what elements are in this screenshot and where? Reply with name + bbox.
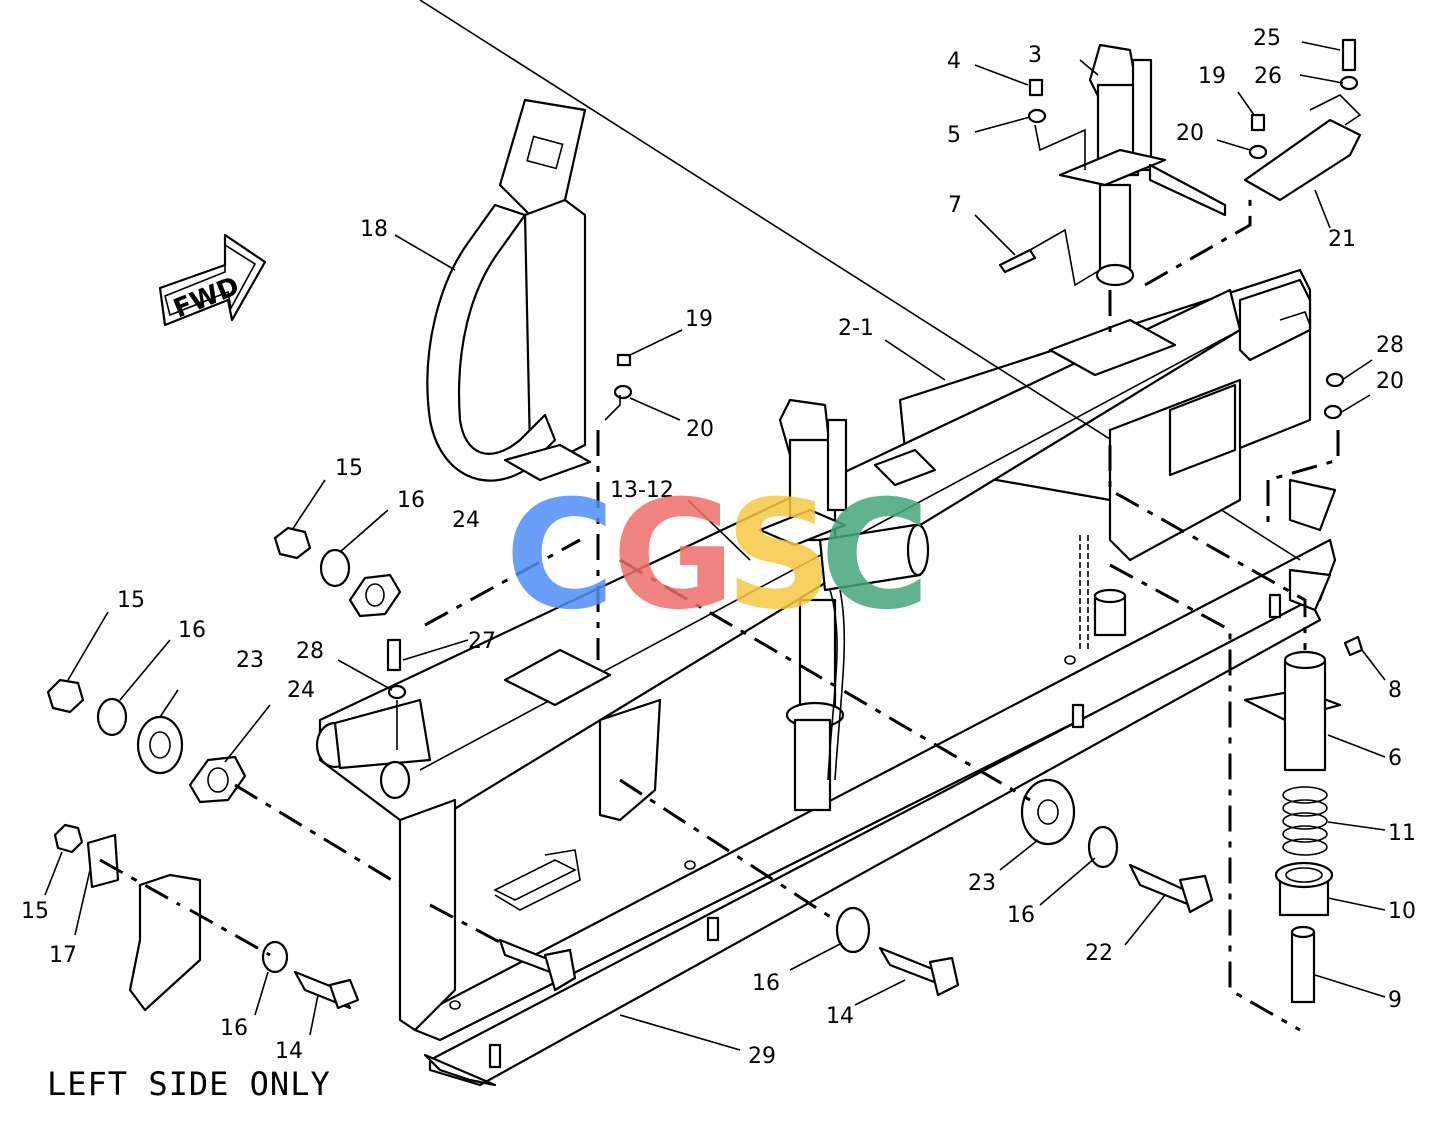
callout-25: 25 bbox=[1253, 26, 1281, 51]
bolt-4 bbox=[1028, 78, 1044, 97]
callout-10: 10 bbox=[1388, 899, 1416, 924]
callout-24a: 24 bbox=[452, 508, 480, 533]
pin-assembly-right bbox=[1243, 650, 1342, 1004]
callout-29: 29 bbox=[748, 1044, 776, 1069]
callout-16b: 16 bbox=[178, 618, 206, 643]
hardware-parts bbox=[46, 38, 1364, 1012]
washer-16e bbox=[835, 906, 871, 954]
callout-16a: 16 bbox=[397, 488, 425, 513]
callout-16c: 16 bbox=[1007, 903, 1035, 928]
callout-15b: 15 bbox=[117, 588, 145, 613]
callout-5: 5 bbox=[947, 123, 961, 148]
forward-direction-arrow: FWD bbox=[158, 233, 267, 327]
washer-26 bbox=[1339, 75, 1359, 91]
bolt-27 bbox=[386, 638, 402, 672]
callout-20a: 20 bbox=[686, 417, 714, 442]
watermark-letter-c1: C bbox=[505, 469, 615, 643]
bracket-left bbox=[128, 873, 202, 1012]
washer-16c bbox=[261, 940, 289, 974]
nut-15b bbox=[46, 678, 85, 714]
callout-4: 4 bbox=[947, 49, 961, 74]
callout-17: 17 bbox=[49, 943, 77, 968]
grab-handle-18 bbox=[426, 98, 592, 482]
bushing-10 bbox=[1274, 861, 1334, 917]
nut-24a bbox=[348, 573, 402, 618]
callout-27: 27 bbox=[468, 629, 496, 654]
chain-and-socket bbox=[1079, 535, 1127, 650]
assembly-lines bbox=[99, 124, 1340, 1032]
nut-15a bbox=[273, 526, 312, 560]
callout-16d: 16 bbox=[752, 971, 780, 996]
callout-16e: 16 bbox=[220, 1016, 248, 1041]
washer-28b bbox=[1325, 372, 1345, 388]
screw-19b bbox=[1250, 113, 1266, 132]
callout-14b: 14 bbox=[826, 1004, 854, 1029]
watermark-letter-s: S bbox=[725, 469, 833, 643]
main-frame bbox=[315, 0, 1337, 1087]
callout-8: 8 bbox=[1388, 678, 1402, 703]
washer-23a bbox=[136, 715, 184, 775]
callout-9: 9 bbox=[1388, 988, 1402, 1013]
screw-19a bbox=[616, 353, 632, 367]
callout-2-1: 2-1 bbox=[838, 316, 874, 341]
callout-19a: 19 bbox=[685, 307, 713, 332]
callout-18: 18 bbox=[360, 217, 388, 242]
callout-23b: 23 bbox=[968, 871, 996, 896]
watermark-letter-c2: C bbox=[820, 469, 930, 643]
washer-16a bbox=[319, 548, 351, 588]
callout-22: 22 bbox=[1085, 941, 1113, 966]
jack-stand-right bbox=[1058, 43, 1227, 287]
callout-leaders bbox=[44, 41, 1386, 1051]
callout-13-12: 13-12 bbox=[610, 478, 674, 503]
jack-stand-left bbox=[758, 398, 930, 812]
washer-20a bbox=[613, 384, 633, 400]
nut-15c bbox=[53, 823, 84, 854]
callout-28a: 28 bbox=[296, 639, 324, 664]
callout-3: 3 bbox=[1028, 43, 1042, 68]
bolt-25 bbox=[1341, 38, 1357, 72]
screw-8 bbox=[1343, 635, 1364, 657]
callout-26: 26 bbox=[1254, 64, 1282, 89]
callout-15a: 15 bbox=[335, 456, 363, 481]
callout-20c: 20 bbox=[1376, 369, 1404, 394]
washer-16d bbox=[1087, 825, 1119, 869]
cgsc-watermark: C G S C bbox=[505, 469, 930, 643]
pin-9 bbox=[1290, 925, 1316, 1004]
washer-16b bbox=[96, 697, 128, 737]
bolt-7 bbox=[998, 248, 1037, 274]
watermark-letter-g: G bbox=[612, 469, 735, 643]
callout-23a: 23 bbox=[236, 648, 264, 673]
washer-5 bbox=[1027, 108, 1047, 124]
callout-14a: 14 bbox=[275, 1039, 303, 1064]
callout-28b: 28 bbox=[1376, 333, 1404, 358]
callout-20b: 20 bbox=[1176, 121, 1204, 146]
washer-23b bbox=[1020, 778, 1076, 846]
left-side-only-caption: LEFT SIDE ONLY bbox=[47, 1065, 331, 1103]
callout-21: 21 bbox=[1328, 227, 1356, 252]
washer-20c bbox=[1323, 404, 1343, 420]
callout-11: 11 bbox=[1388, 821, 1416, 846]
washer-28a bbox=[387, 684, 407, 700]
callout-6: 6 bbox=[1388, 746, 1402, 771]
callout-24b: 24 bbox=[287, 678, 315, 703]
callout-19b: 19 bbox=[1198, 64, 1226, 89]
nut-24b bbox=[188, 755, 247, 804]
callout-7: 7 bbox=[948, 193, 962, 218]
washer-20b bbox=[1248, 144, 1268, 160]
spring-11 bbox=[1282, 786, 1328, 856]
bracket-21 bbox=[1243, 94, 1362, 202]
callout-labels: 2-1 3 4 5 6 7 8 9 10 11 13-12 14 14 14 1… bbox=[21, 26, 1416, 1069]
callout-15c: 15 bbox=[21, 899, 49, 924]
